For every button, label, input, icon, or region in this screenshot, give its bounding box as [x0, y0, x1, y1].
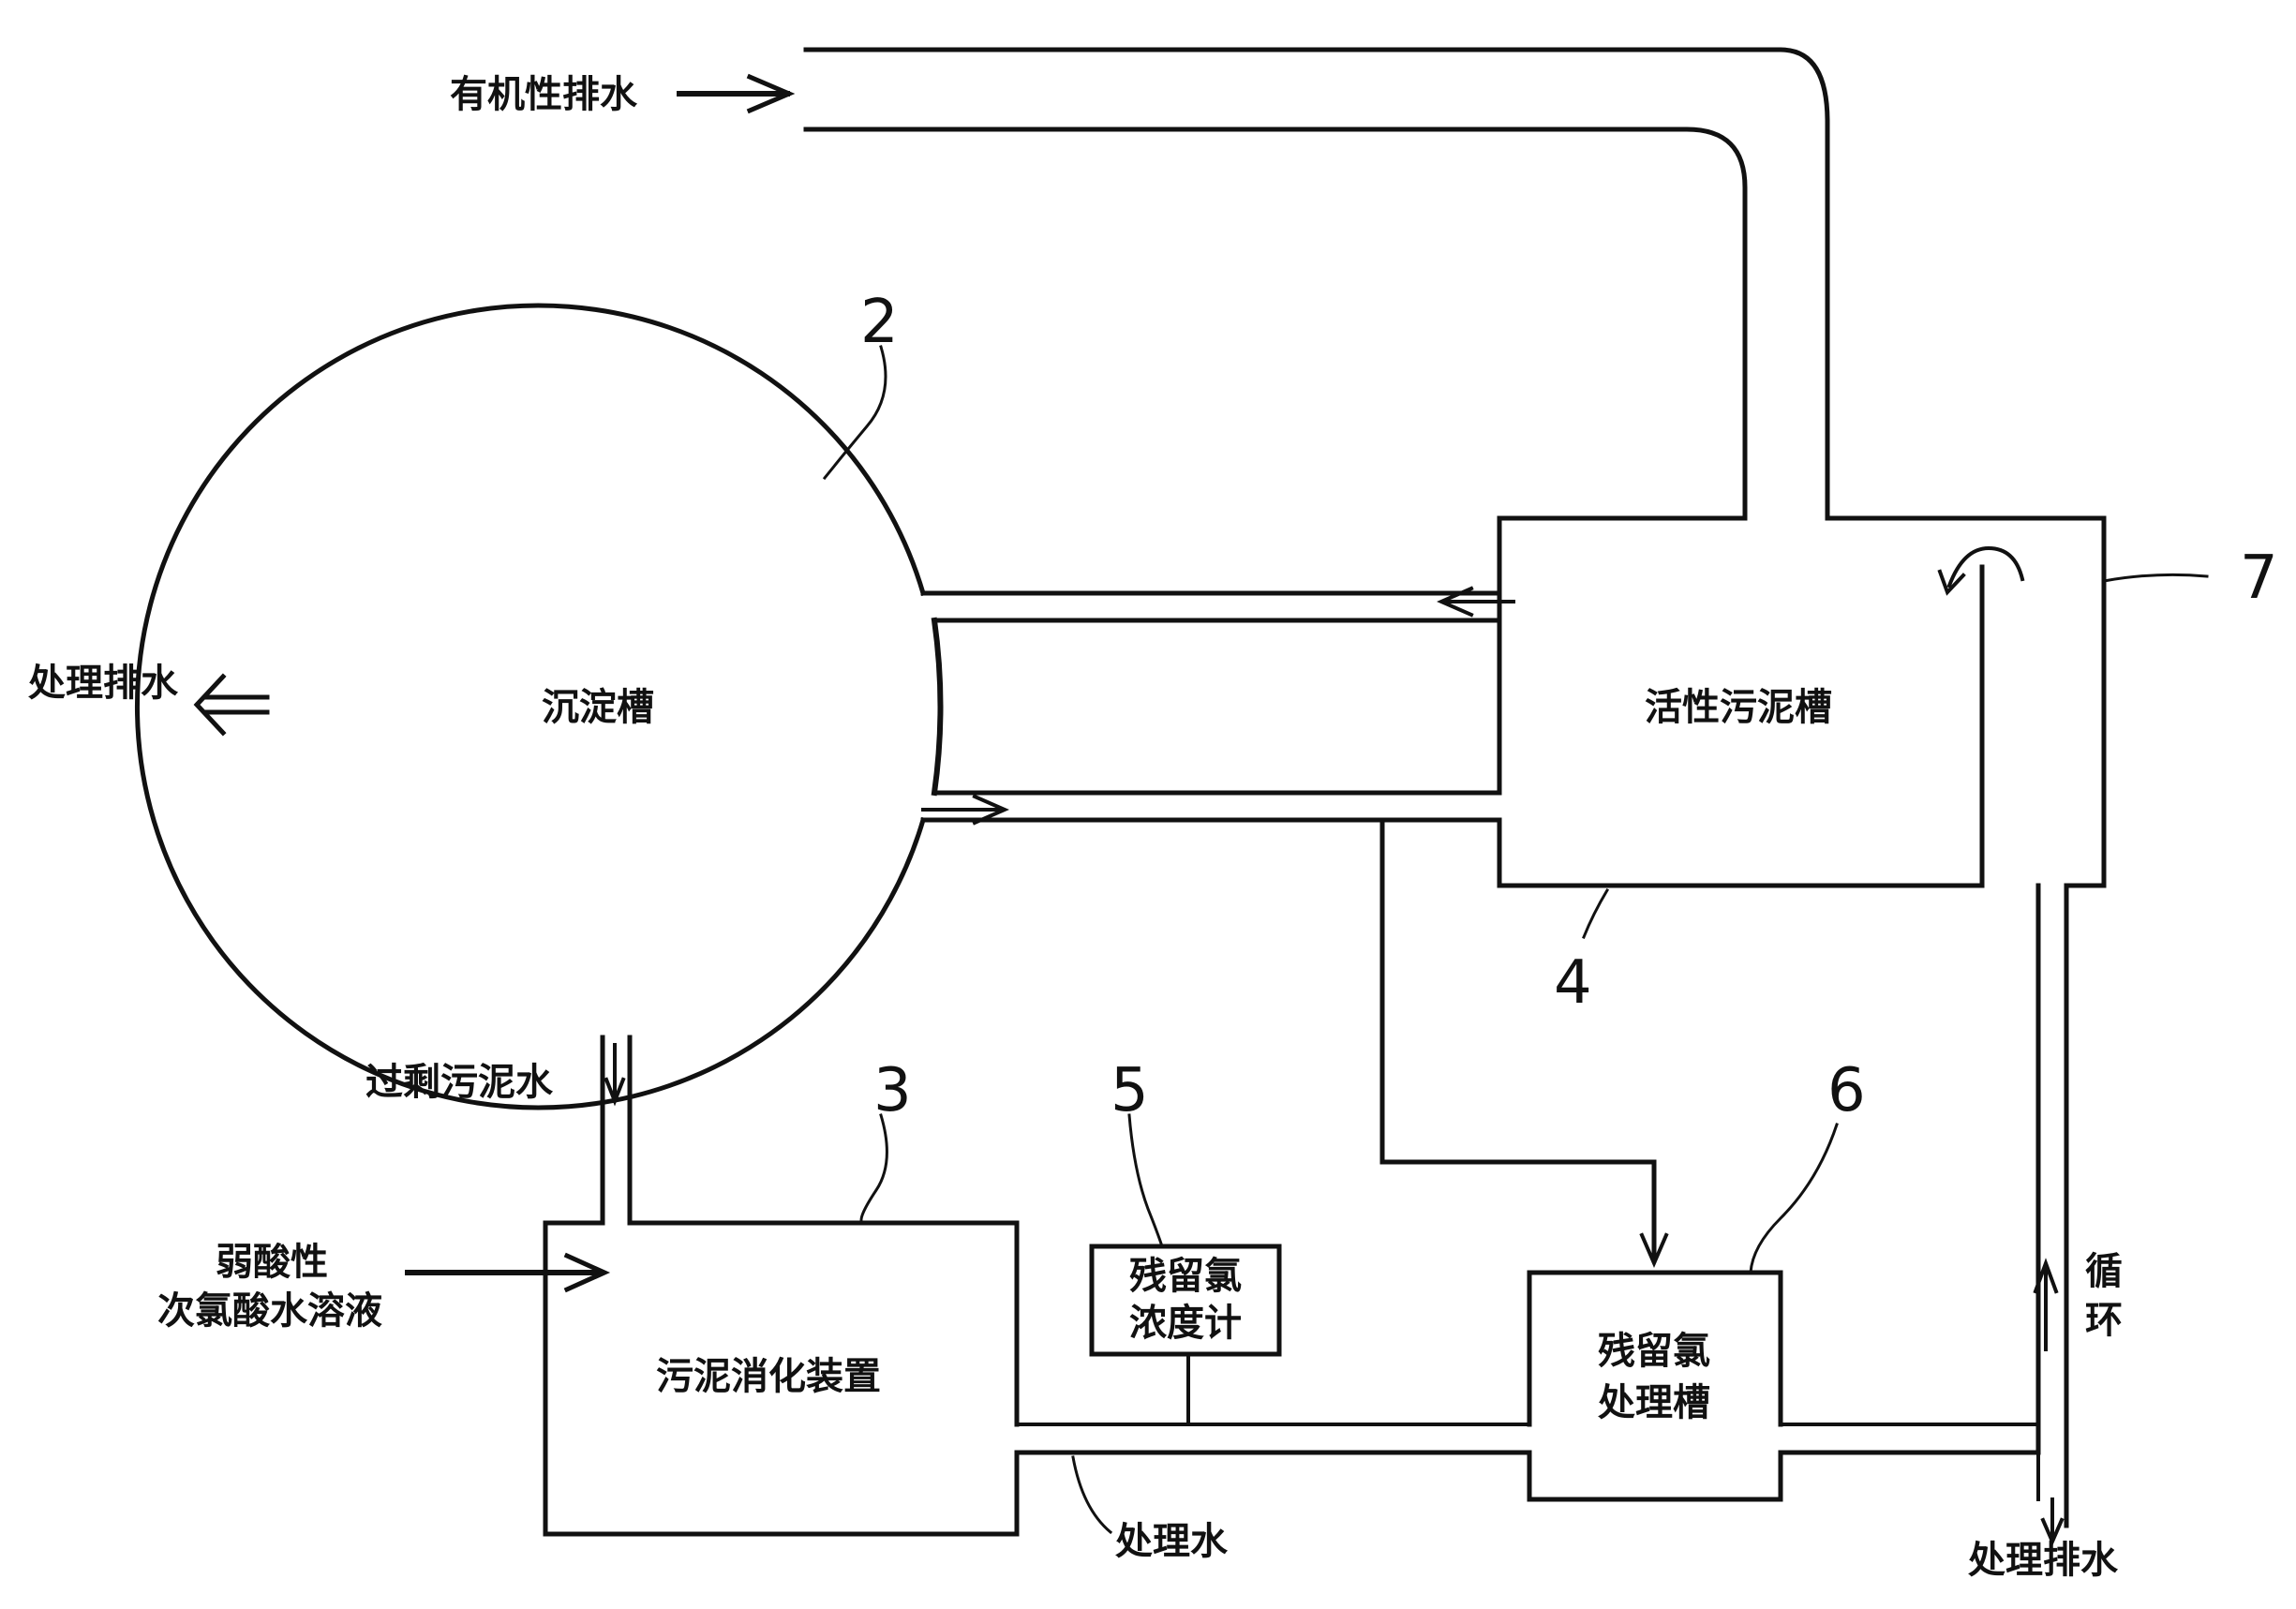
treated-drain-left-label: 处理排水 — [28, 662, 179, 705]
circulation-arrow-icon — [1937, 545, 2025, 596]
circulation-label-char1: 循 — [2085, 1250, 2123, 1293]
treated-water-label: 处理水 — [1115, 1520, 1229, 1563]
residual-chlorine-tank — [1527, 1270, 1783, 1502]
ref-number-3: 3 — [873, 1056, 912, 1125]
treated-water-pipe — [1014, 1423, 2041, 1455]
organic-wastewater-label: 有机性排水 — [450, 73, 638, 116]
circulation-up-arrow — [2033, 1258, 2059, 1351]
settling-tank — [134, 303, 944, 1110]
connector-pipes — [920, 590, 1502, 823]
chlorine-tank-label-line2: 处理槽 — [1598, 1381, 1710, 1424]
weak-acid-label-line2: 次氯酸水溶液 — [157, 1289, 382, 1333]
left-drain-arrow — [193, 673, 270, 737]
excess-sludge-water-label: 过剩污泥水 — [365, 1061, 554, 1104]
weak-acid-label-line1: 弱酸性 — [216, 1241, 328, 1284]
circulation-label-char2: 环 — [2085, 1299, 2123, 1342]
flow-arrow-right — [921, 794, 1009, 826]
ref-number-6: 6 — [1827, 1056, 1866, 1125]
leader-lines — [822, 345, 2209, 1535]
activated-sludge-tank — [1497, 515, 2107, 888]
settling-tank-label: 沉淀槽 — [542, 686, 654, 729]
inlet-arrow — [677, 73, 796, 114]
treated-drain-bottom-label: 处理排水 — [1968, 1539, 2119, 1582]
inlet-pipe — [803, 47, 1830, 521]
excess-sludge-pipe — [600, 1035, 633, 1226]
ref-number-7: 7 — [2240, 544, 2278, 613]
residual-chlorine-meter — [1089, 1244, 1282, 1426]
chlorine-meter-label-line2: 浓度计 — [1129, 1302, 1242, 1345]
sludge-digester-label: 污泥消化装置 — [656, 1355, 881, 1398]
branch-line — [1379, 817, 1669, 1269]
activated-sludge-tank-label: 活性污泥槽 — [1645, 686, 1832, 729]
bottom-drain-arrow — [2040, 1497, 2065, 1547]
ref-number-5: 5 — [1111, 1056, 1149, 1125]
chlorine-tank-label-line1: 残留氯 — [1598, 1330, 1710, 1373]
circulation-pipe — [2035, 883, 2069, 1528]
chlorine-meter-label-line1: 残留氯 — [1129, 1255, 1242, 1298]
flow-arrow-left — [1437, 586, 1515, 618]
ref-number-4: 4 — [1554, 948, 1592, 1018]
sludge-digester — [543, 1220, 1020, 1537]
hypochlorite-arrow — [405, 1252, 611, 1293]
ref-number-2: 2 — [860, 288, 899, 357]
